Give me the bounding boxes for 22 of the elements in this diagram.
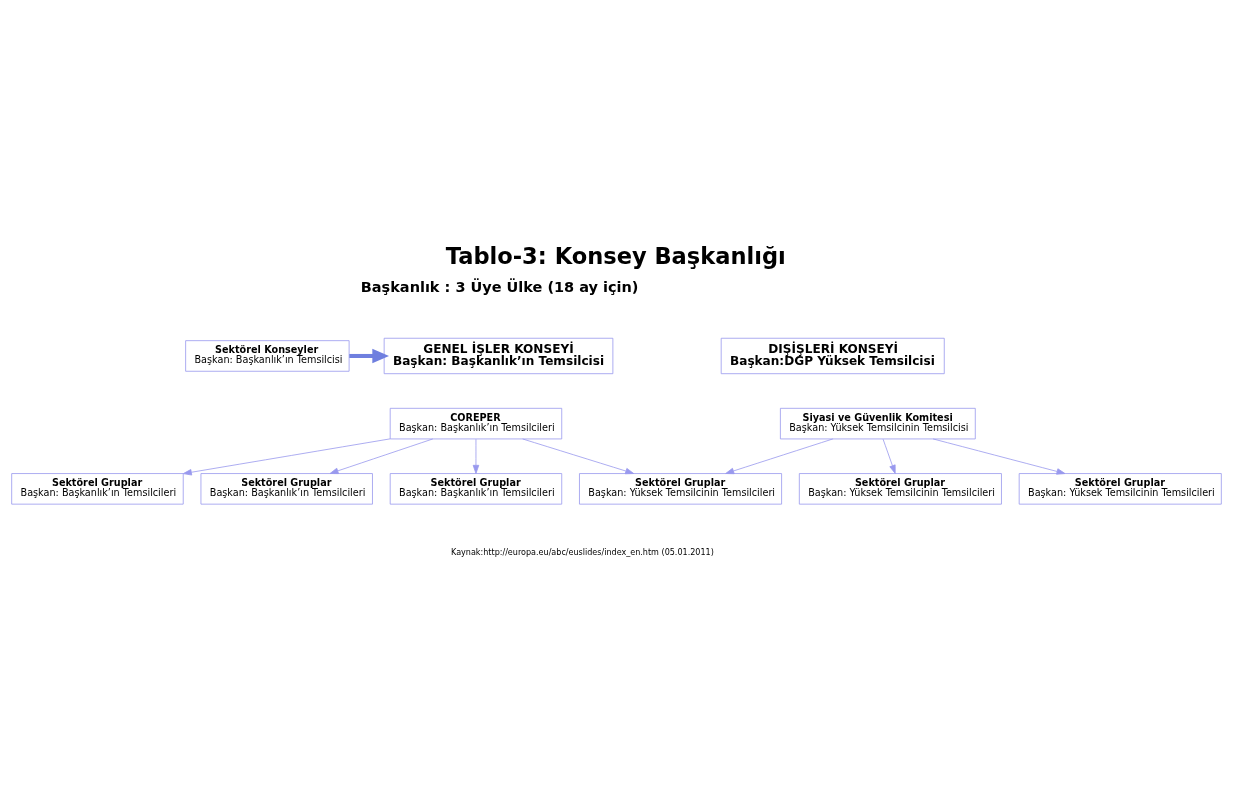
node-box: Sektörel Gruplar Başkan: Yüksek Temsilcinin Temsilcileri [798,473,1002,505]
node-box: Sektörel Gruplar Başkan: Yüksek Temsilcinin Temsilcileri [1018,473,1222,505]
node-box: GENEL İŞLER KONSEYİ Başkan: Başkanlık’ın Temsilcisi [383,337,614,375]
arrow [182,438,391,476]
arrow [349,348,389,364]
node-box: Sektörel Gruplar Başkan: Başkanlık’ın Temsilcileri [200,473,373,505]
node-box: Sektörel Konseyler Başkan: Başkanlık’ın Temsilcisi [185,340,350,372]
arrow [725,438,834,475]
node-box: Siyasi ve Güvenlik Komitesi Başkan: Yüksek Temsilcinin Temsilcisi [780,407,976,440]
arrow [472,438,480,474]
arrow [522,438,635,475]
label: Başkanlık : 3 Üye Ülke (18 ay için) [360,278,639,295]
node-box: COREPER Başkan: Başkanlık’ın Temsilcileri [389,407,563,440]
label: Kaynak:http://europa.eu/abc/euslides/index_en.htm (05.01.2011) [451,548,714,558]
node-box: DIŞİŞLERİ KONSEYİ Başkan:DGP Yüksek Temsilcisi [720,337,945,375]
diagram-title: Tablo-3: Konsey Başkanlığı [445,242,786,269]
node-box: Sektörel Gruplar Başkan: Yüksek Temsilcinin Temsilcileri [579,473,782,505]
arrow [882,438,896,474]
node-box: Sektörel Gruplar Başkan: Başkanlık’ın Temsilcileri [11,473,184,505]
node-box: Sektörel Gruplar Başkan: Başkanlık’ın Temsilcileri [389,473,563,505]
arrow [329,438,434,474]
arrow [932,438,1066,475]
